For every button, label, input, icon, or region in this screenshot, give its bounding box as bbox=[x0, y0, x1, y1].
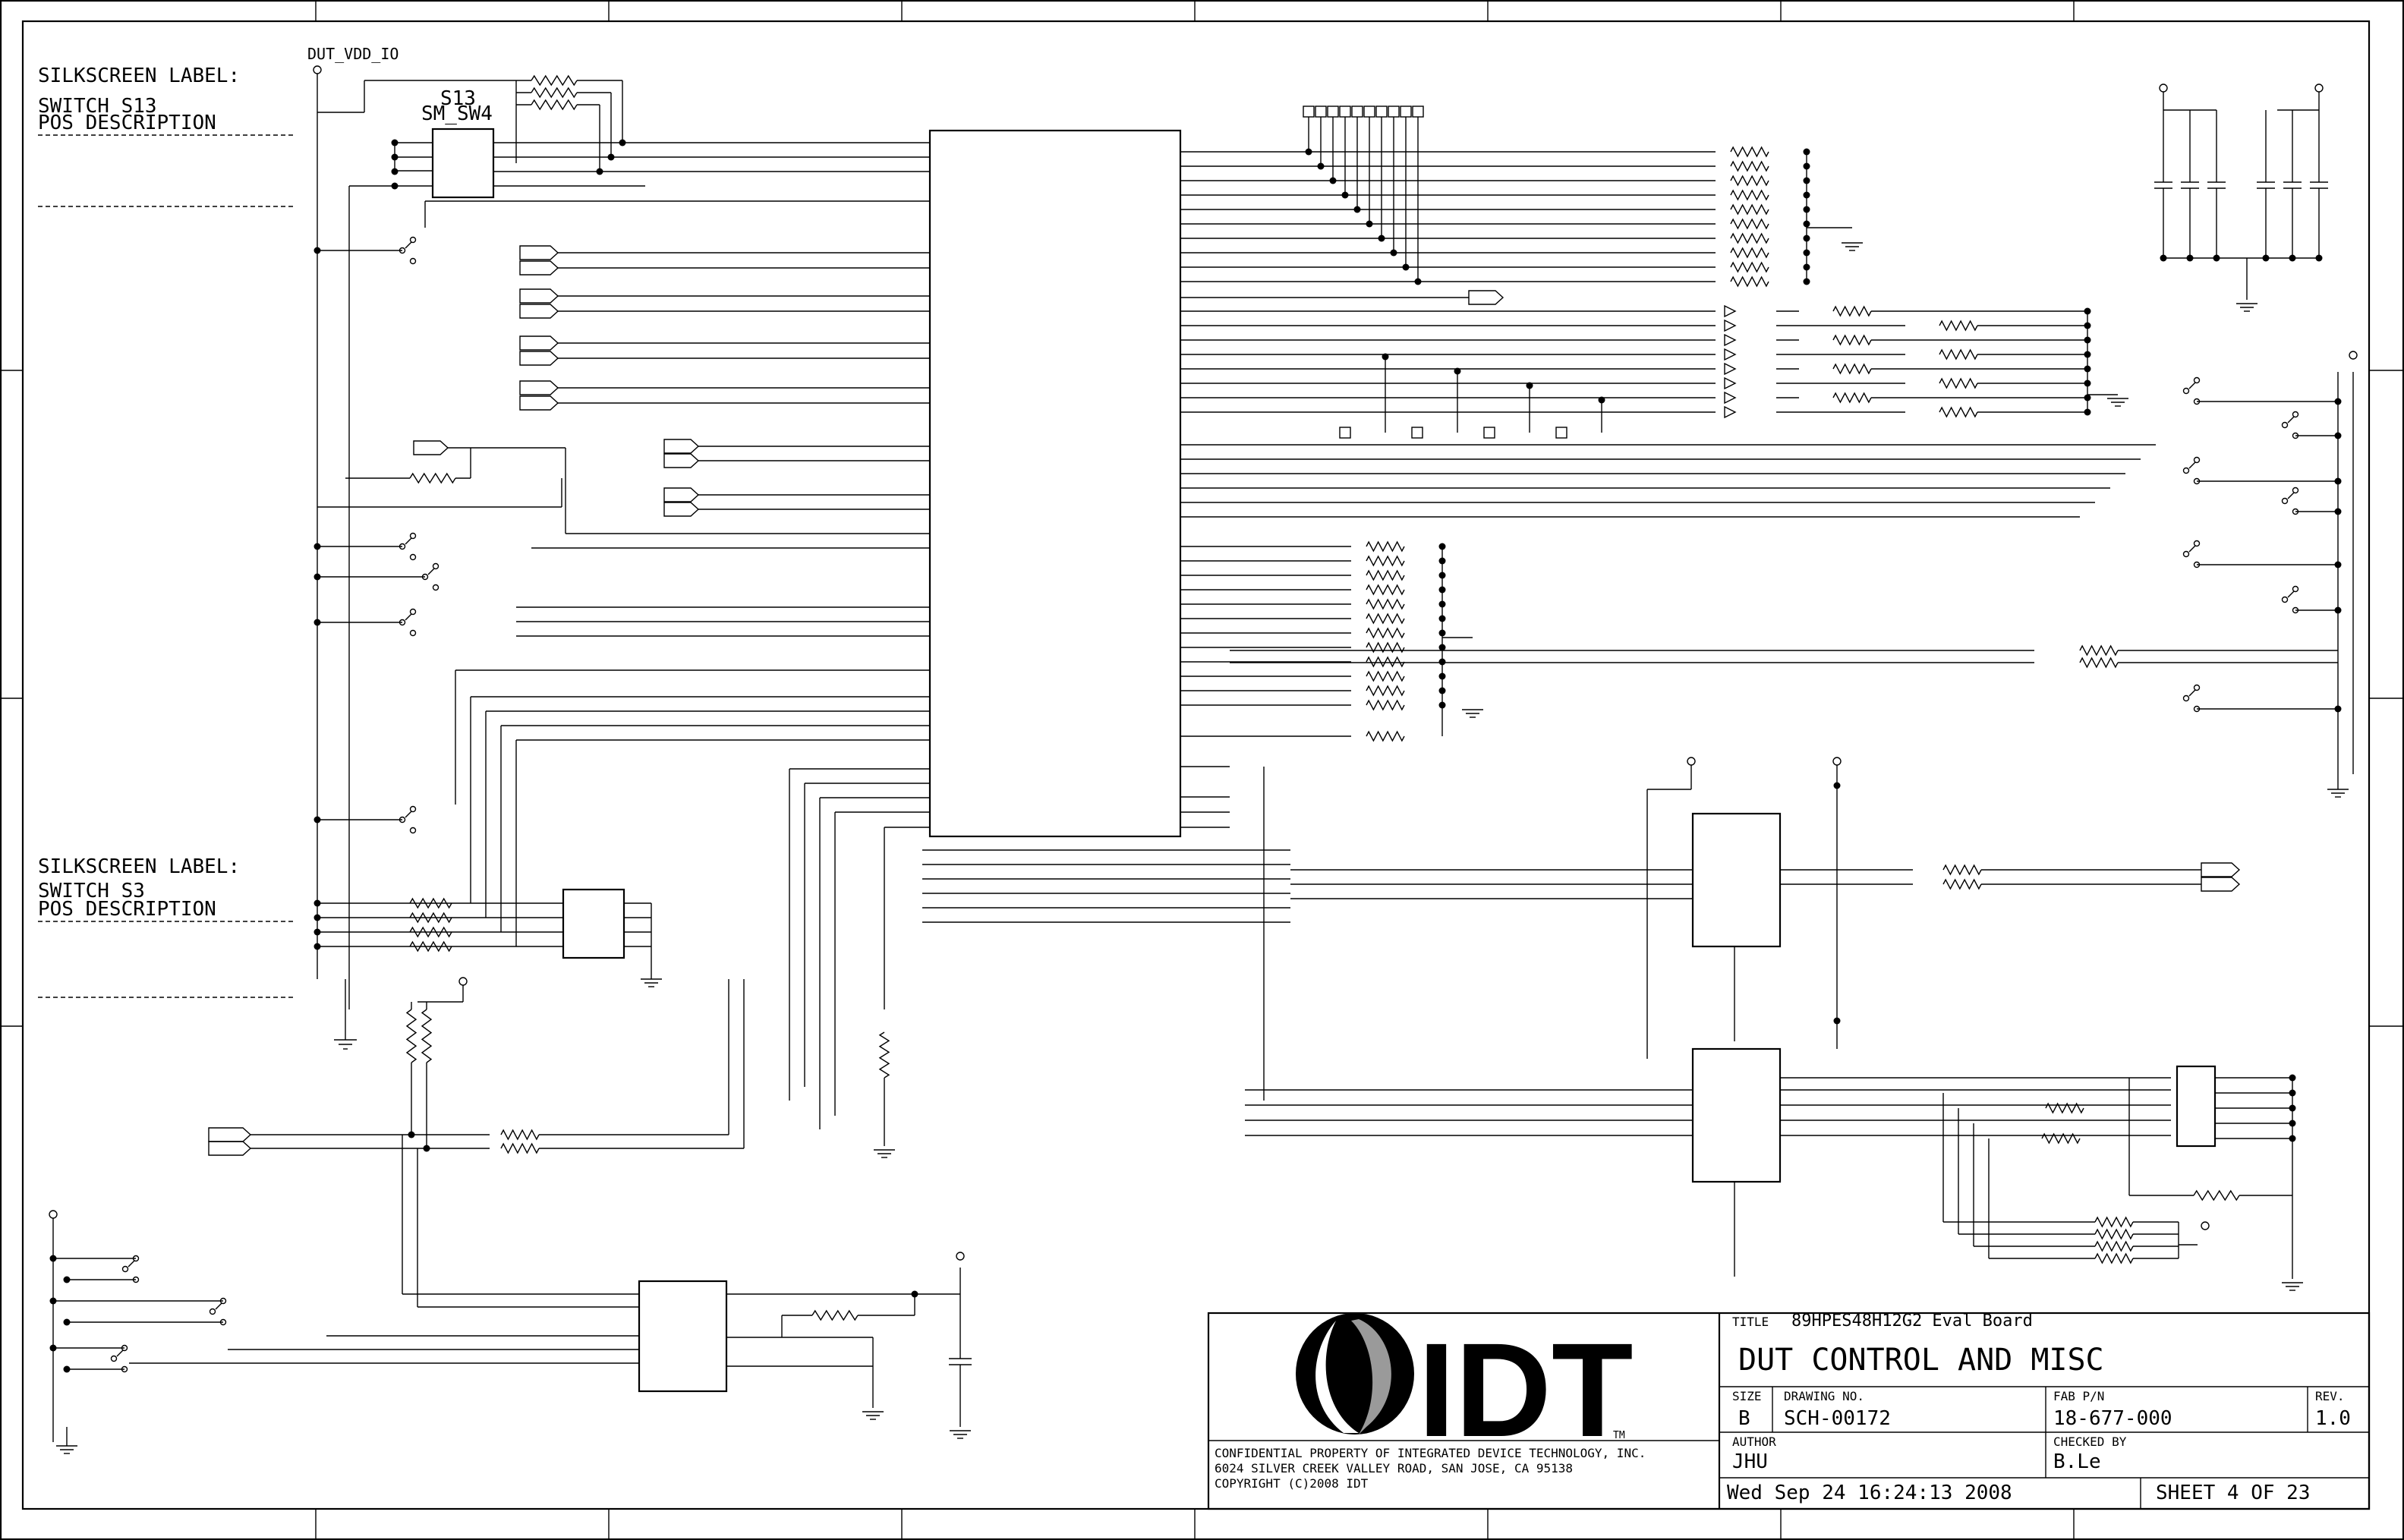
inner-frame bbox=[21, 20, 2371, 1510]
size-label: SIZE bbox=[1732, 1389, 1762, 1403]
silkscreen-heading: SILKSCREEN LABEL: bbox=[38, 65, 240, 87]
u16 bbox=[1691, 812, 1782, 1041]
silkscreen-s13-legend: SILKSCREEN LABEL: SWITCH S13 POS DESCRIP… bbox=[38, 65, 296, 207]
power-label: DUT_VDD_IO bbox=[307, 45, 399, 63]
logo-text: IDT bbox=[1418, 1316, 1634, 1465]
confidential-line-3: COPYRIGHT (C)2008 IDT bbox=[1215, 1476, 1369, 1491]
left-control-section bbox=[313, 200, 930, 987]
drawing-label: DRAWING NO. bbox=[1784, 1389, 1864, 1403]
checked-label: CHECKED BY bbox=[2053, 1434, 2127, 1449]
u17 bbox=[1691, 1047, 1782, 1277]
clkmode-nets bbox=[645, 142, 930, 172]
silkscreen-switch: SWITCH S13 bbox=[38, 95, 157, 118]
jtag-header-j5 bbox=[1942, 1065, 2303, 1291]
author-value: JHU bbox=[1732, 1450, 1768, 1473]
date: Wed Sep 24 16:24:13 2008 bbox=[1727, 1482, 2012, 1504]
rev-value: 1.0 bbox=[2315, 1407, 2351, 1430]
gpio-section bbox=[1230, 106, 2128, 439]
jtag-section bbox=[789, 757, 2303, 1291]
size-value: B bbox=[1738, 1407, 1750, 1430]
silkscreen-heading: SILKSCREEN LABEL: bbox=[38, 855, 240, 878]
silkscreen-switch: SWITCH S3 bbox=[38, 880, 145, 902]
i2c-eeprom-section bbox=[49, 977, 972, 1454]
author-label: AUTHOR bbox=[1732, 1434, 1776, 1449]
logo-tm: TM bbox=[1613, 1430, 1625, 1441]
drawing-number: SCH-00172 bbox=[1784, 1407, 1891, 1430]
dut-vdd-io-rail-left: DUT_VDD_IO bbox=[307, 45, 399, 1050]
decoupling-caps bbox=[2154, 83, 2328, 312]
confidential-line-1: CONFIDENTIAL PROPERTY OF INTEGRATED DEVI… bbox=[1215, 1446, 1646, 1460]
silkscreen-columns: POS DESCRIPTION bbox=[38, 898, 216, 921]
title-block: IDT TM CONFIDENTIAL PROPERTY OF INTEGRAT… bbox=[1207, 1312, 2371, 1510]
dut-device bbox=[928, 129, 1230, 838]
sheet-number: SHEET 4 OF 23 bbox=[2156, 1482, 2311, 1504]
sheet-title: DUT CONTROL AND MISC bbox=[1738, 1343, 2104, 1378]
refres-section bbox=[1230, 540, 1483, 742]
switch-part: SM_SW4 bbox=[421, 102, 493, 125]
rev-label: REV. bbox=[2315, 1389, 2345, 1403]
confidential-line-2: 6024 SILVER CREEK VALLEY ROAD, SAN JOSE,… bbox=[1215, 1461, 1573, 1475]
title-label: TITLE bbox=[1732, 1315, 1769, 1329]
fab-label: FAB P/N bbox=[2053, 1389, 2104, 1403]
checked-value: B.Le bbox=[2053, 1450, 2101, 1473]
idt-logo: IDT TM bbox=[1296, 1313, 1634, 1465]
title-board: 89HPES48H12G2 Eval Board bbox=[1791, 1312, 2033, 1331]
switch-s3 bbox=[313, 888, 662, 987]
fab-number: 18-677-000 bbox=[2053, 1407, 2172, 1430]
silkscreen-s3-legend: SILKSCREEN LABEL: SWITCH S3 POS DESCRIPT… bbox=[38, 855, 296, 998]
eeprom-u27 bbox=[638, 1280, 759, 1393]
silkscreen-columns: POS DESCRIPTION bbox=[38, 112, 216, 134]
switch-ref: S13 bbox=[440, 87, 476, 110]
switch-s13[interactable]: S13 SM_SW4 bbox=[317, 74, 645, 1009]
merge-section bbox=[1230, 351, 2358, 798]
